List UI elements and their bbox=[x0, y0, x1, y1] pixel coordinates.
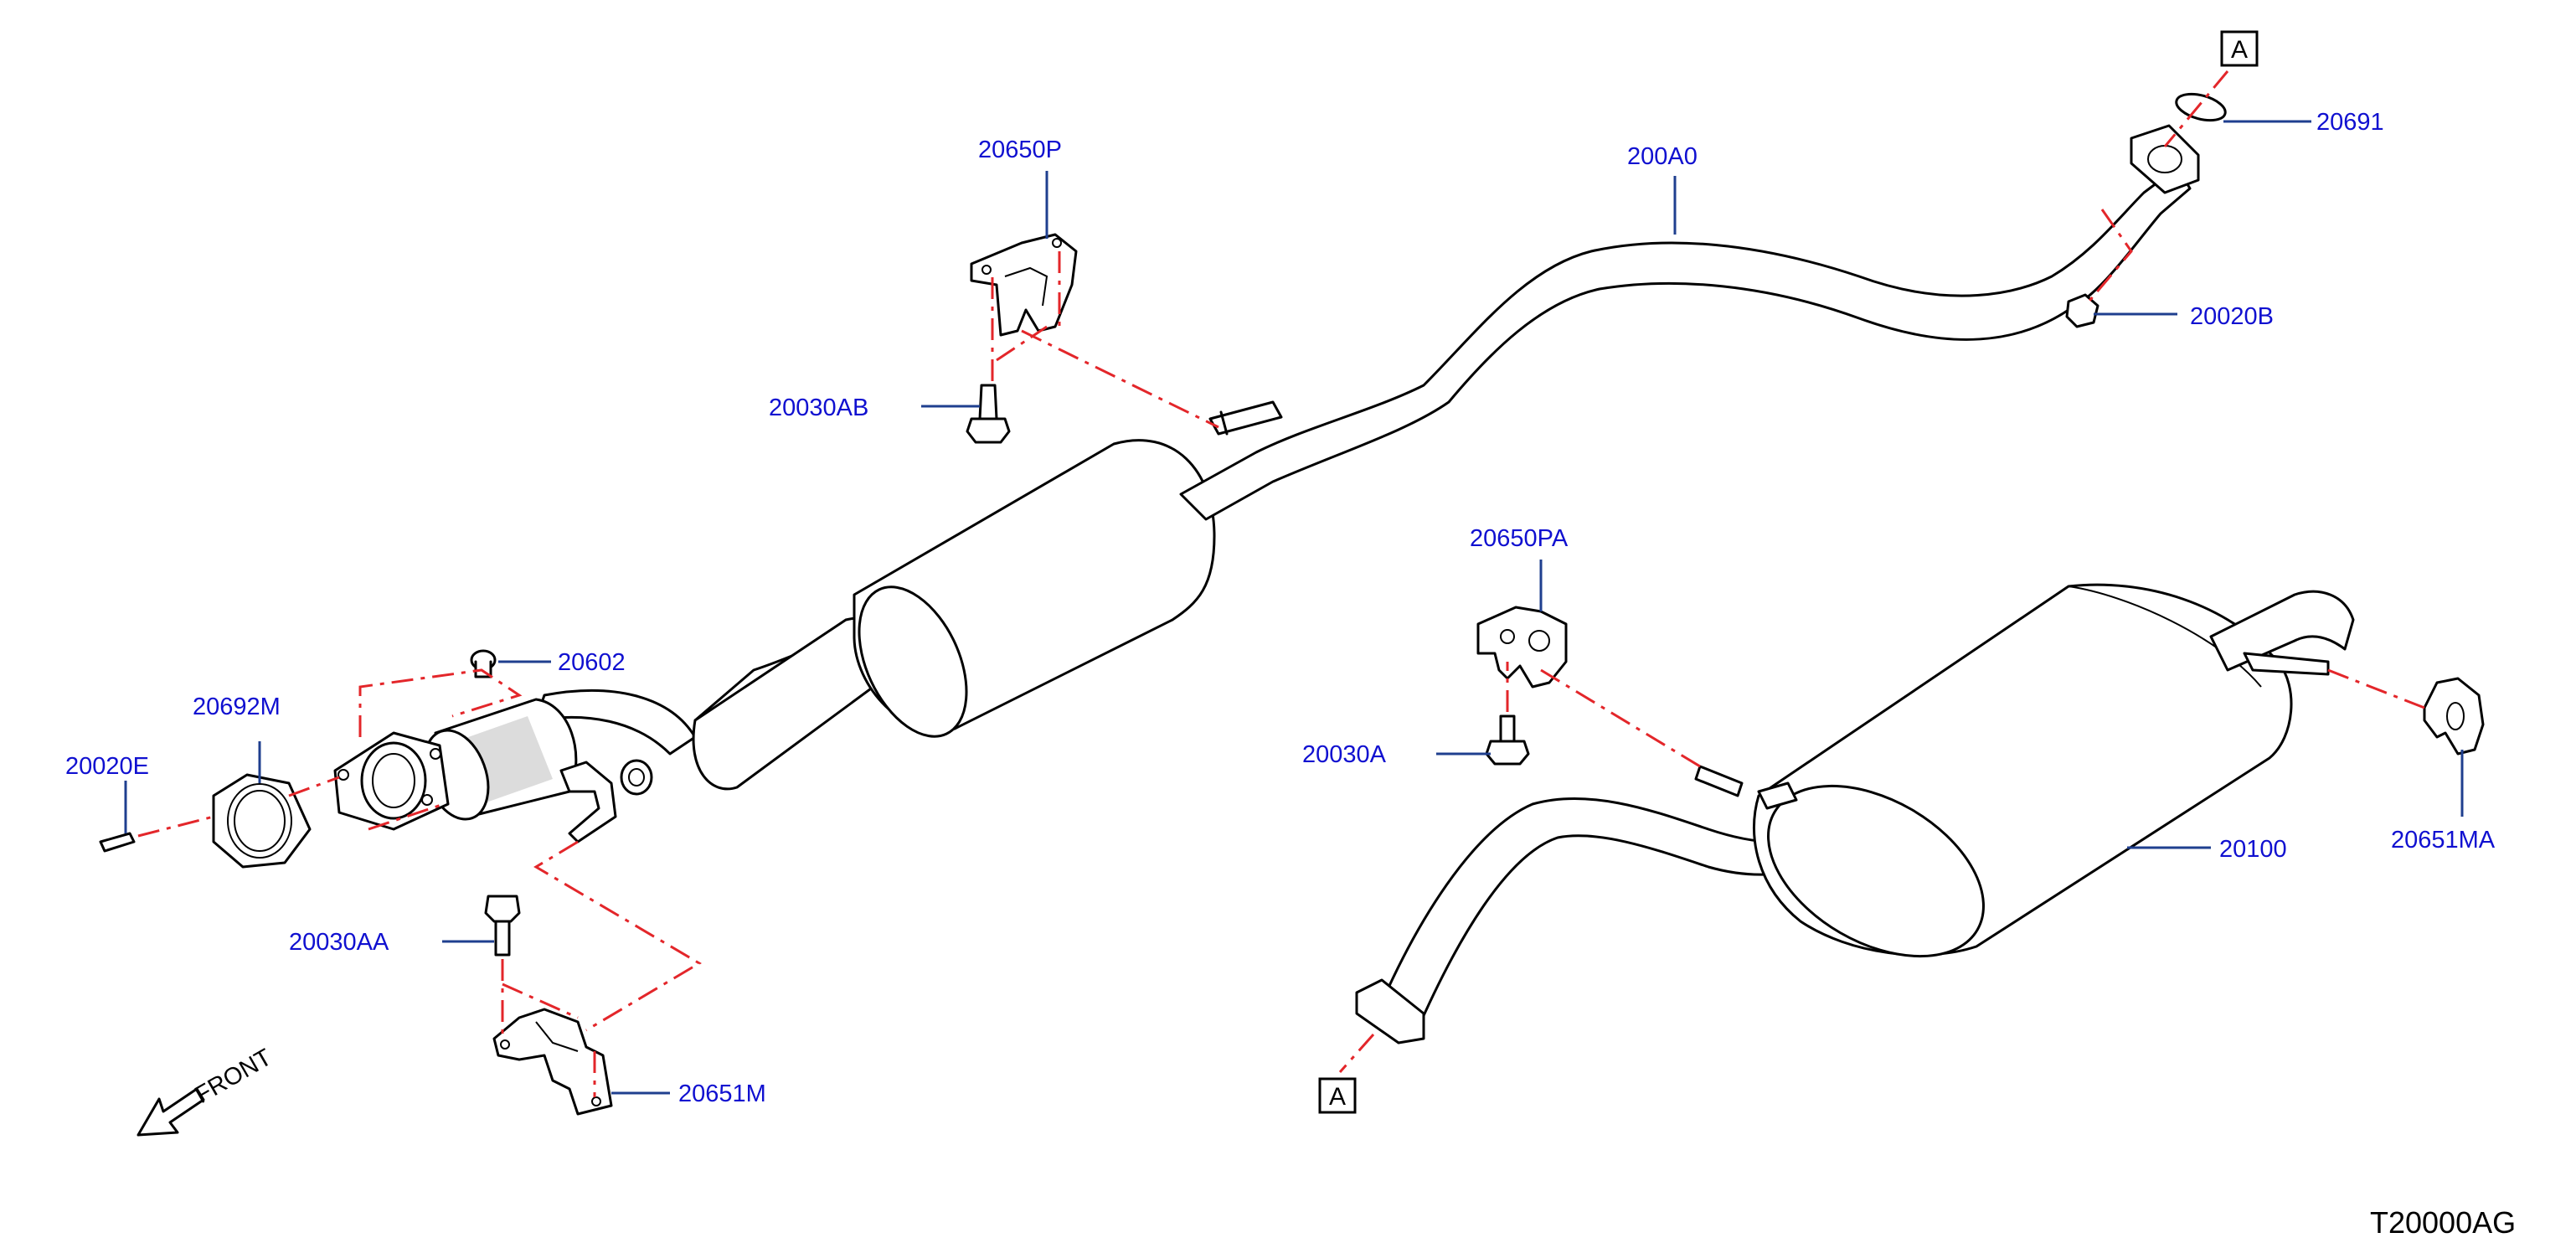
main-muffler-20100 bbox=[1355, 583, 2355, 1044]
gasket-20691 bbox=[2175, 92, 2227, 122]
ref-marker-a-bottom: A bbox=[1318, 1077, 1357, 1114]
front-label: FRONT bbox=[191, 1044, 277, 1109]
label-20650pa[interactable]: 20650PA bbox=[1470, 525, 1569, 552]
label-20030ab[interactable]: 20030AB bbox=[769, 395, 868, 421]
nut-20020b bbox=[2065, 293, 2099, 328]
assembly-lines bbox=[137, 70, 2425, 1097]
leader-lines bbox=[124, 120, 2464, 1095]
part-labels: 20650P 200A0 20691 20020B 20030AB 20602 … bbox=[65, 109, 2496, 1107]
label-20030aa[interactable]: 20030AA bbox=[289, 929, 389, 956]
ref-marker-a-top: A bbox=[2220, 30, 2259, 67]
gasket-20692m bbox=[212, 773, 312, 869]
front-tube-with-catalyst bbox=[333, 689, 697, 843]
mounting-bracket-20650pa bbox=[1476, 606, 1568, 689]
center-muffler-pipe-200a0 bbox=[692, 124, 2200, 791]
label-20651m[interactable]: 20651M bbox=[678, 1081, 766, 1107]
ref-marker-a-bottom-label: A bbox=[1329, 1083, 1346, 1111]
bolt-20030ab bbox=[966, 384, 1011, 444]
rubber-mount-20651ma bbox=[2423, 677, 2485, 756]
label-20020e[interactable]: 20020E bbox=[65, 753, 149, 780]
label-20651ma[interactable]: 20651MA bbox=[2391, 827, 2496, 854]
label-20602[interactable]: 20602 bbox=[558, 649, 626, 676]
rubber-mount-20651m bbox=[492, 1008, 613, 1116]
bolt-20030aa bbox=[484, 895, 521, 957]
stud-20020e bbox=[99, 832, 136, 853]
label-20691[interactable]: 20691 bbox=[2316, 109, 2384, 136]
label-20020b[interactable]: 20020B bbox=[2190, 303, 2274, 330]
front-direction-indicator: FRONT bbox=[137, 1044, 277, 1137]
label-20030a[interactable]: 20030A bbox=[1302, 741, 1387, 768]
bolt-20030a bbox=[1485, 714, 1530, 766]
front-arrow-icon bbox=[137, 1087, 205, 1137]
bolt-20602 bbox=[470, 649, 497, 678]
label-20692m[interactable]: 20692M bbox=[193, 694, 281, 720]
label-20650p[interactable]: 20650P bbox=[978, 137, 1062, 163]
label-200a0[interactable]: 200A0 bbox=[1627, 143, 1698, 170]
label-20100[interactable]: 20100 bbox=[2219, 836, 2287, 863]
diagram-code: T20000AG bbox=[2370, 1205, 2516, 1240]
ref-marker-a-top-label: A bbox=[2231, 36, 2248, 64]
